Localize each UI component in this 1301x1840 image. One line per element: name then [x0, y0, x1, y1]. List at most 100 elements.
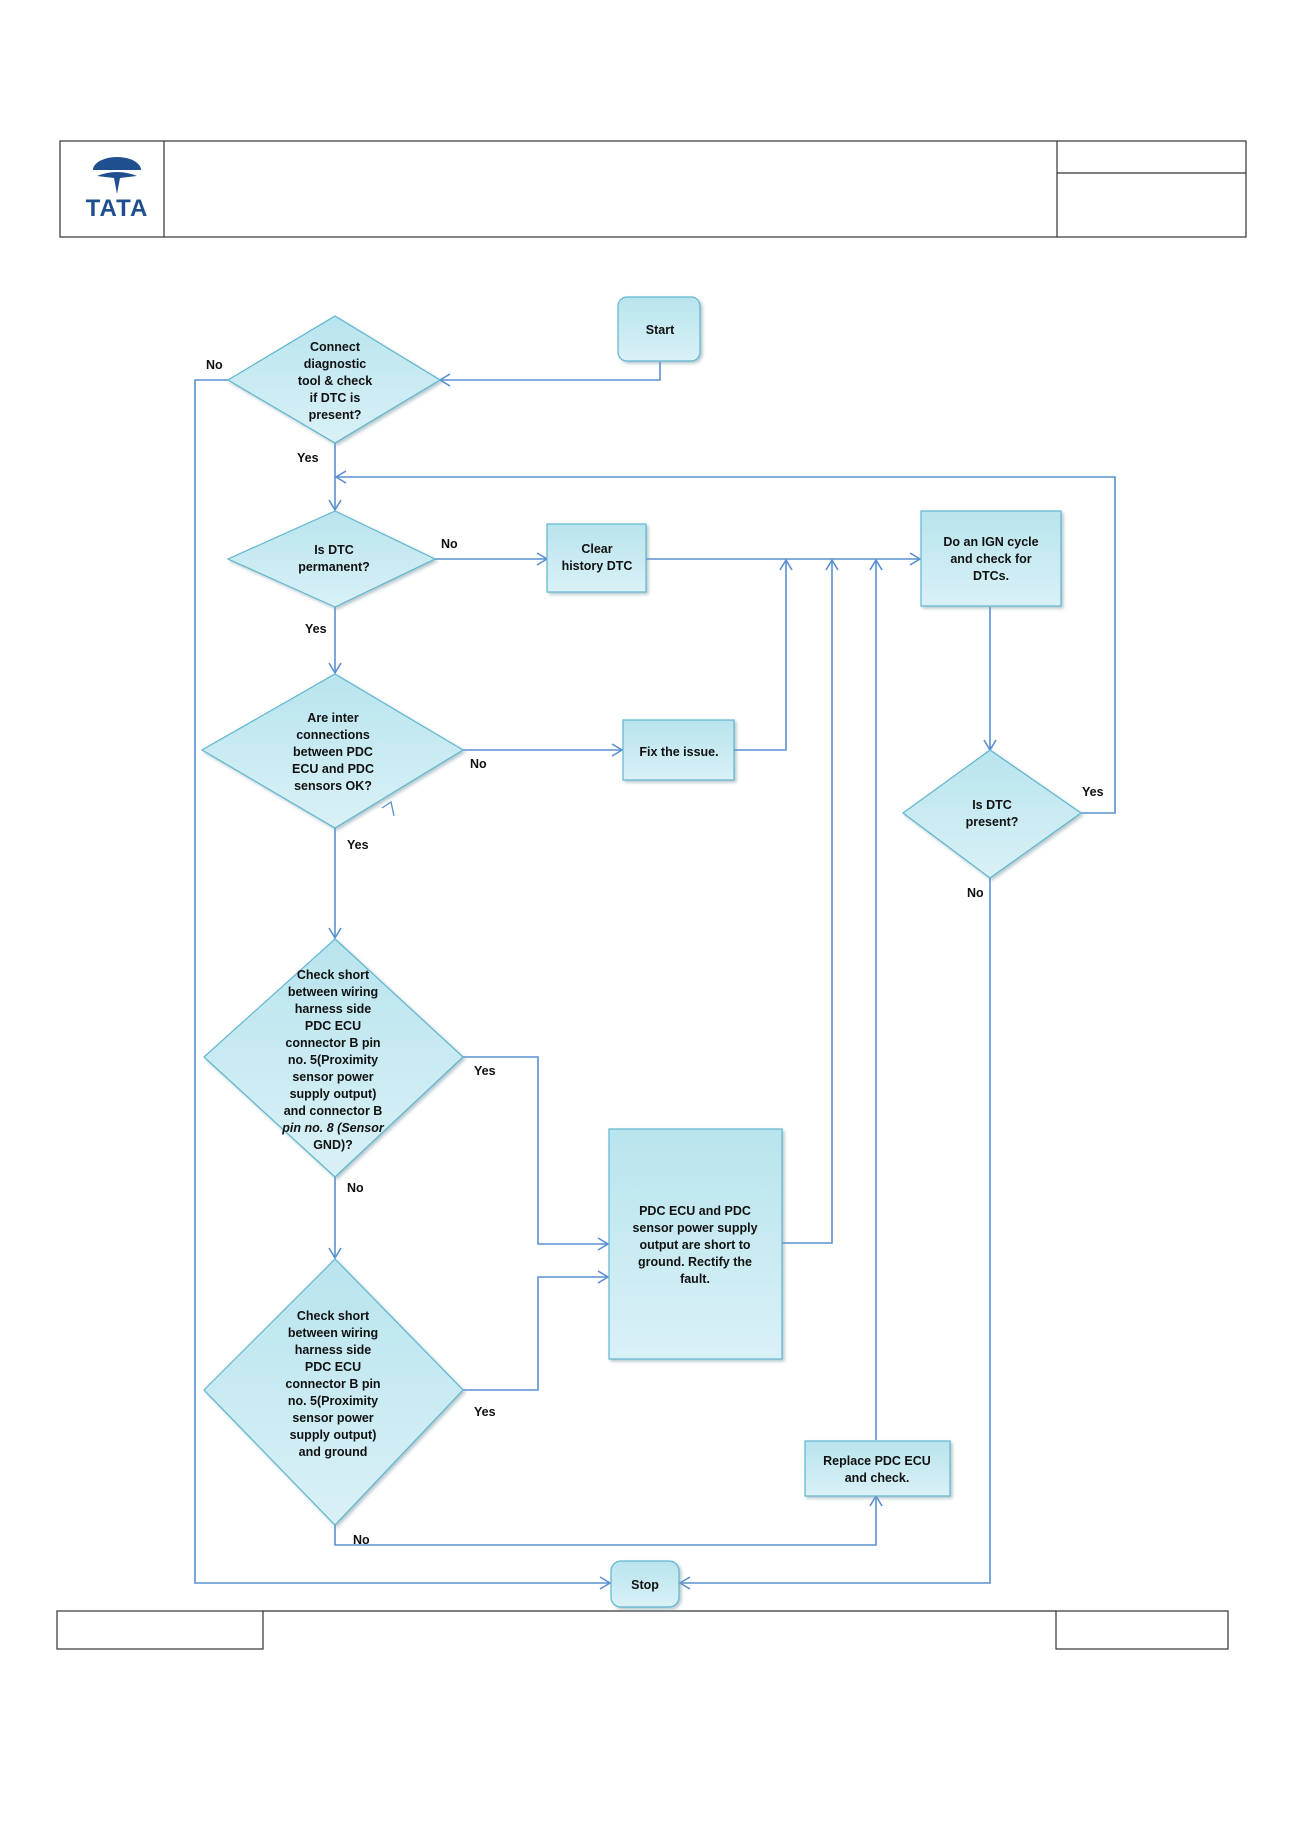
edge-present-no-to-stop: [678, 878, 991, 1590]
node-text-line: harness side: [295, 1002, 371, 1016]
footer-frame: [56, 1610, 1229, 1650]
node-text-line: Stop: [631, 1578, 659, 1592]
permanent-diamond: [226, 510, 437, 608]
flow-shapes: [200, 296, 1083, 1608]
start-terminator: [617, 296, 701, 362]
label-short2-yes: Yes: [474, 1405, 496, 1419]
header-frame: [59, 140, 1247, 238]
node-text-line: and check.: [845, 1471, 910, 1485]
node-text-line: Check short: [297, 968, 370, 982]
node-text-line: PDC ECU and PDC: [639, 1204, 751, 1218]
label-present-yes: Yes: [1082, 785, 1104, 799]
node-text-line: no. 5(Proximity: [288, 1053, 378, 1067]
node-text-pdc-short: PDC ECU and PDC sensor power supply output…: [632, 1204, 757, 1286]
edge-short2-no-to-replace: [334, 1494, 883, 1546]
label-short1-yes: Yes: [474, 1064, 496, 1078]
label-short2-no: No: [353, 1533, 370, 1547]
stop-terminator: [610, 1560, 680, 1608]
edge-fix-to-ign: [734, 558, 793, 751]
edge-pdc-to-ign: [782, 558, 839, 1244]
edge-connect-no-to-stop: [194, 379, 612, 1590]
node-text-line: Clear: [581, 542, 612, 556]
node-text-line: between PDC: [293, 745, 373, 759]
label-connect-yes: Yes: [297, 451, 319, 465]
edge-present-yes-loop: [334, 470, 1116, 814]
node-text-line: PDC ECU: [305, 1360, 361, 1374]
node-text-stop: Stop: [631, 1578, 659, 1592]
node-text-line: and connector B: [284, 1104, 383, 1118]
clear-history-box: [546, 523, 647, 593]
label-inter-yes: Yes: [347, 838, 369, 852]
short2-diamond: [203, 1258, 464, 1526]
tata-logo-mark: [93, 157, 141, 194]
edge-labels: No Yes No Yes No Yes Yes No Yes No Yes N…: [206, 358, 1104, 1547]
node-text-connect-tool: Connect diagnostic tool & check if DTC is pr…: [298, 340, 372, 422]
connector-lines: [194, 362, 1116, 1590]
node-text-line: ECU and PDC: [292, 762, 374, 776]
node-text-line: Are inter: [307, 711, 359, 725]
fix-issue-box: [622, 719, 735, 781]
node-text-line: output are short to: [639, 1238, 750, 1252]
node-text-line: harness side: [295, 1343, 371, 1357]
node-text-line: permanent?: [298, 560, 370, 574]
node-text-line: Fix the issue.: [639, 745, 718, 759]
connect-diamond: [226, 315, 442, 444]
node-text-line: no. 5(Proximity: [288, 1394, 378, 1408]
node-text-line: if DTC is: [310, 391, 361, 405]
label-connect-no: No: [206, 358, 223, 372]
node-text-line: Connect: [310, 340, 361, 354]
label-present-no: No: [967, 886, 984, 900]
node-text-line: GND)?: [313, 1138, 353, 1152]
node-text-line: sensor power: [292, 1411, 373, 1425]
node-text-line: present?: [966, 815, 1019, 829]
node-text-dtc-permanent: Is DTC permanent?: [298, 543, 370, 574]
edge-short2-yes-to-pdc: [463, 1270, 610, 1391]
node-text-fix-issue: Fix the issue.: [639, 745, 718, 759]
label-short1-no: No: [347, 1181, 364, 1195]
inter-diamond: [200, 673, 465, 829]
node-text-line: Replace PDC ECU: [823, 1454, 931, 1468]
node-text-line: ground. Rectify the: [638, 1255, 752, 1269]
node-text-line: present?: [309, 408, 362, 422]
node-text-line: supply output): [290, 1428, 377, 1442]
replace-ecu-box: [804, 1440, 951, 1497]
node-text-line: sensor power: [292, 1070, 373, 1084]
node-text-line: diagnostic: [304, 357, 367, 371]
node-text-line: connections: [296, 728, 370, 742]
node-text-start: Start: [646, 323, 675, 337]
node-text-line: Is DTC: [314, 543, 354, 557]
pdc-short-box: [608, 1128, 783, 1360]
node-text-line: history DTC: [562, 559, 633, 573]
node-text-line: pin no. 8 (Sensor: [281, 1121, 385, 1135]
node-text-line: sensor power supply: [632, 1221, 757, 1235]
node-text-line: between wiring: [288, 985, 378, 999]
edge-short1-yes-to-pdc: [463, 1056, 610, 1251]
node-text-line: fault.: [680, 1272, 710, 1286]
node-text-line: and ground: [299, 1445, 368, 1459]
tata-logo: TATA: [86, 157, 149, 222]
node-text-line: Do an IGN cycle: [943, 535, 1038, 549]
node-text-line: and check for: [950, 552, 1031, 566]
node-text-line: PDC ECU: [305, 1019, 361, 1033]
label-inter-no: No: [470, 757, 487, 771]
ign-cycle-box: [920, 510, 1062, 607]
label-permanent-yes: Yes: [305, 622, 327, 636]
node-text-clear-history: Clear history DTC: [562, 542, 633, 573]
label-permanent-no: No: [441, 537, 458, 551]
node-text-line: between wiring: [288, 1326, 378, 1340]
tata-logo-text: TATA: [86, 195, 149, 222]
stray-mark: [381, 800, 395, 817]
node-text-line: sensors OK?: [294, 779, 372, 793]
node-text-line: Start: [646, 323, 675, 337]
node-text-line: tool & check: [298, 374, 372, 388]
node-text-line: connector B pin: [285, 1036, 380, 1050]
node-text-replace-ecu: Replace PDC ECU and check.: [823, 1454, 931, 1485]
node-text-line: Check short: [297, 1309, 370, 1323]
node-text-line: DTCs.: [973, 569, 1009, 583]
node-text-line: connector B pin: [285, 1377, 380, 1391]
present-diamond: [901, 749, 1083, 879]
